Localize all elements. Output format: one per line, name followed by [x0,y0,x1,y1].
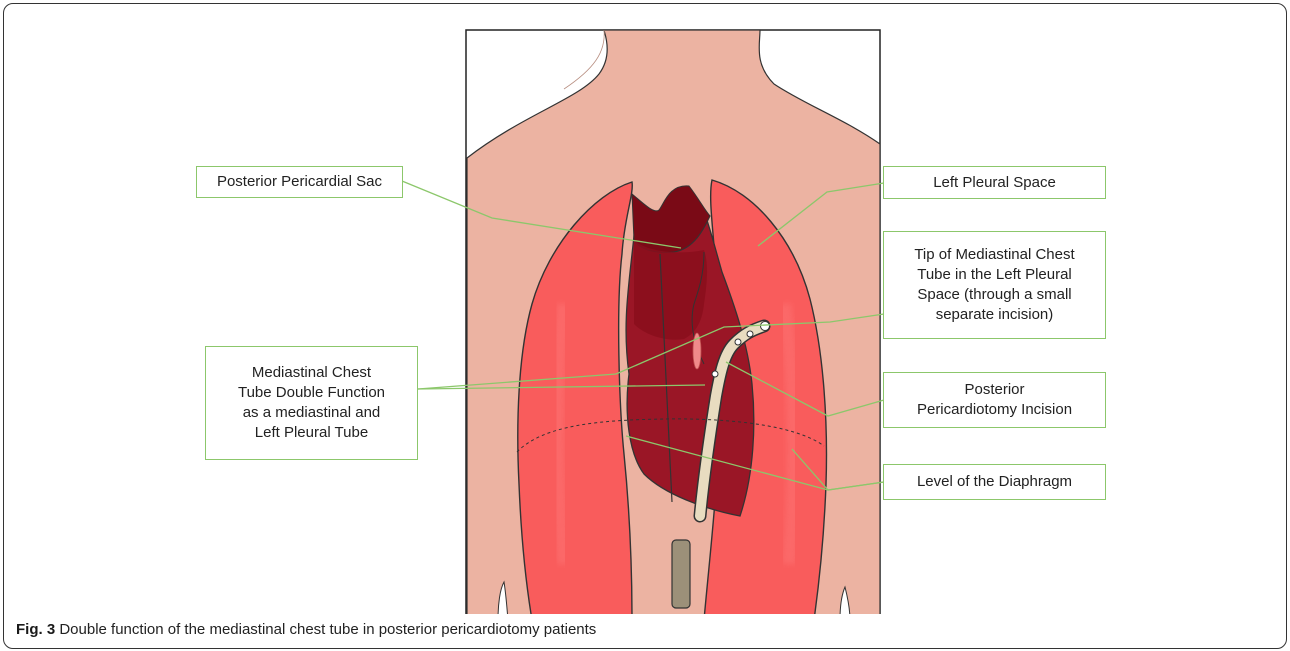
caption-text: Double function of the mediastinal chest… [59,621,596,638]
tube-hole [747,331,753,337]
label-text: Posterior Pericardial Sac [217,172,382,192]
label-text: Tip of Mediastinal Chest Tube in the Lef… [914,245,1074,325]
label-level-of-diaphragm: Level of the Diaphragm [883,464,1106,500]
tube-hole [735,339,741,345]
tube-hole [761,322,770,331]
posterior-pericardial-sac [634,240,707,340]
label-text: Mediastinal Chest Tube Double Function a… [238,363,385,443]
label-text: Posterior Pericardiotomy Incision [917,380,1072,420]
label-tip-of-tube: Tip of Mediastinal Chest Tube in the Lef… [883,231,1106,339]
label-mediastinal-tube-double-function: Mediastinal Chest Tube Double Function a… [205,346,418,460]
label-left-pleural-space: Left Pleural Space [883,166,1106,199]
figure-frame: Posterior Pericardial Sac Left Pleural S… [3,3,1287,649]
caption-prefix: Fig. 3 [16,621,55,638]
tube-hole [712,371,718,377]
label-text: Left Pleural Space [933,173,1056,193]
label-posterior-pericardiotomy-incision: Posterior Pericardiotomy Incision [883,372,1106,428]
label-posterior-pericardial-sac: Posterior Pericardial Sac [196,166,403,198]
figure-caption: Fig. 3 Double function of the mediastina… [16,621,596,638]
trachea [672,540,690,608]
label-text: Level of the Diaphragm [917,472,1072,492]
